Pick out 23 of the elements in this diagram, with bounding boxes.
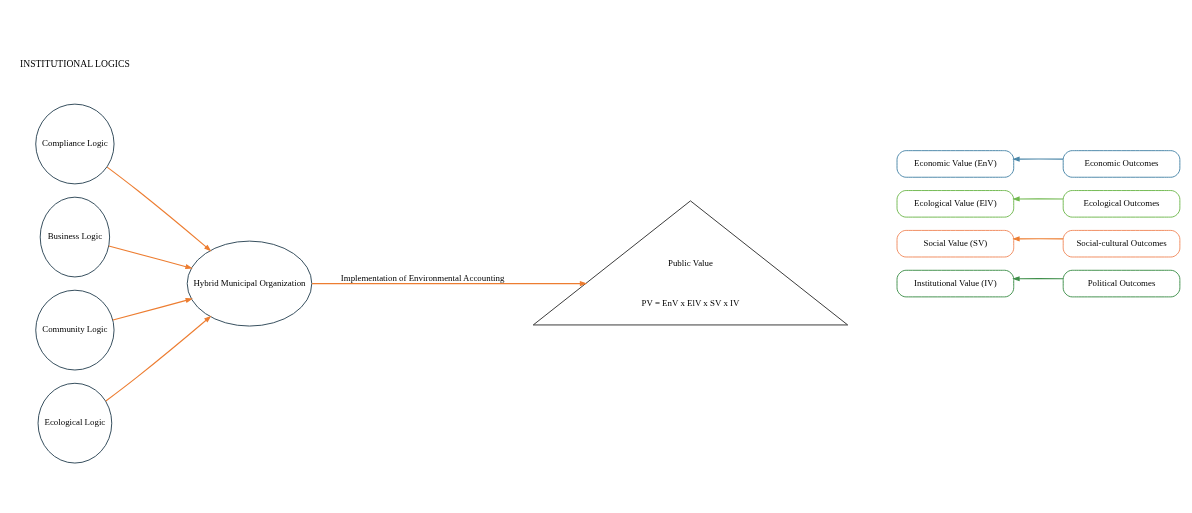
node-box: Social-cultural Outcomes xyxy=(1062,229,1181,257)
arrow xyxy=(1012,195,1064,202)
arrow xyxy=(1012,235,1064,241)
node-ellipse: Business Logic xyxy=(39,196,111,277)
arrow xyxy=(106,166,212,251)
node-box: Ecological Outcomes xyxy=(1062,189,1181,218)
node-circle: Community Logic xyxy=(35,289,115,370)
node-box: Political Outcomes xyxy=(1062,269,1181,297)
edge-label: Implementation of Environmental Accounting xyxy=(340,272,505,283)
node-box: Social Value (SV) xyxy=(896,229,1015,257)
arrow xyxy=(112,297,193,321)
node-box: Institutional Value (IV) xyxy=(896,269,1015,297)
arrow xyxy=(1012,275,1064,281)
arrow xyxy=(108,244,193,269)
node-circle: Compliance Logic xyxy=(35,103,115,184)
node-circle: Ecological Logic xyxy=(37,382,113,464)
arrow xyxy=(311,280,588,286)
arrow xyxy=(1012,156,1064,162)
node-box: Ecological Value (ElV) xyxy=(896,189,1015,218)
node-box: Economic Outcomes xyxy=(1062,149,1181,178)
node-box: Economic Value (EnV) xyxy=(896,149,1015,178)
label: INSTITUTIONAL LOGICS xyxy=(20,57,130,69)
arrow xyxy=(105,315,212,402)
